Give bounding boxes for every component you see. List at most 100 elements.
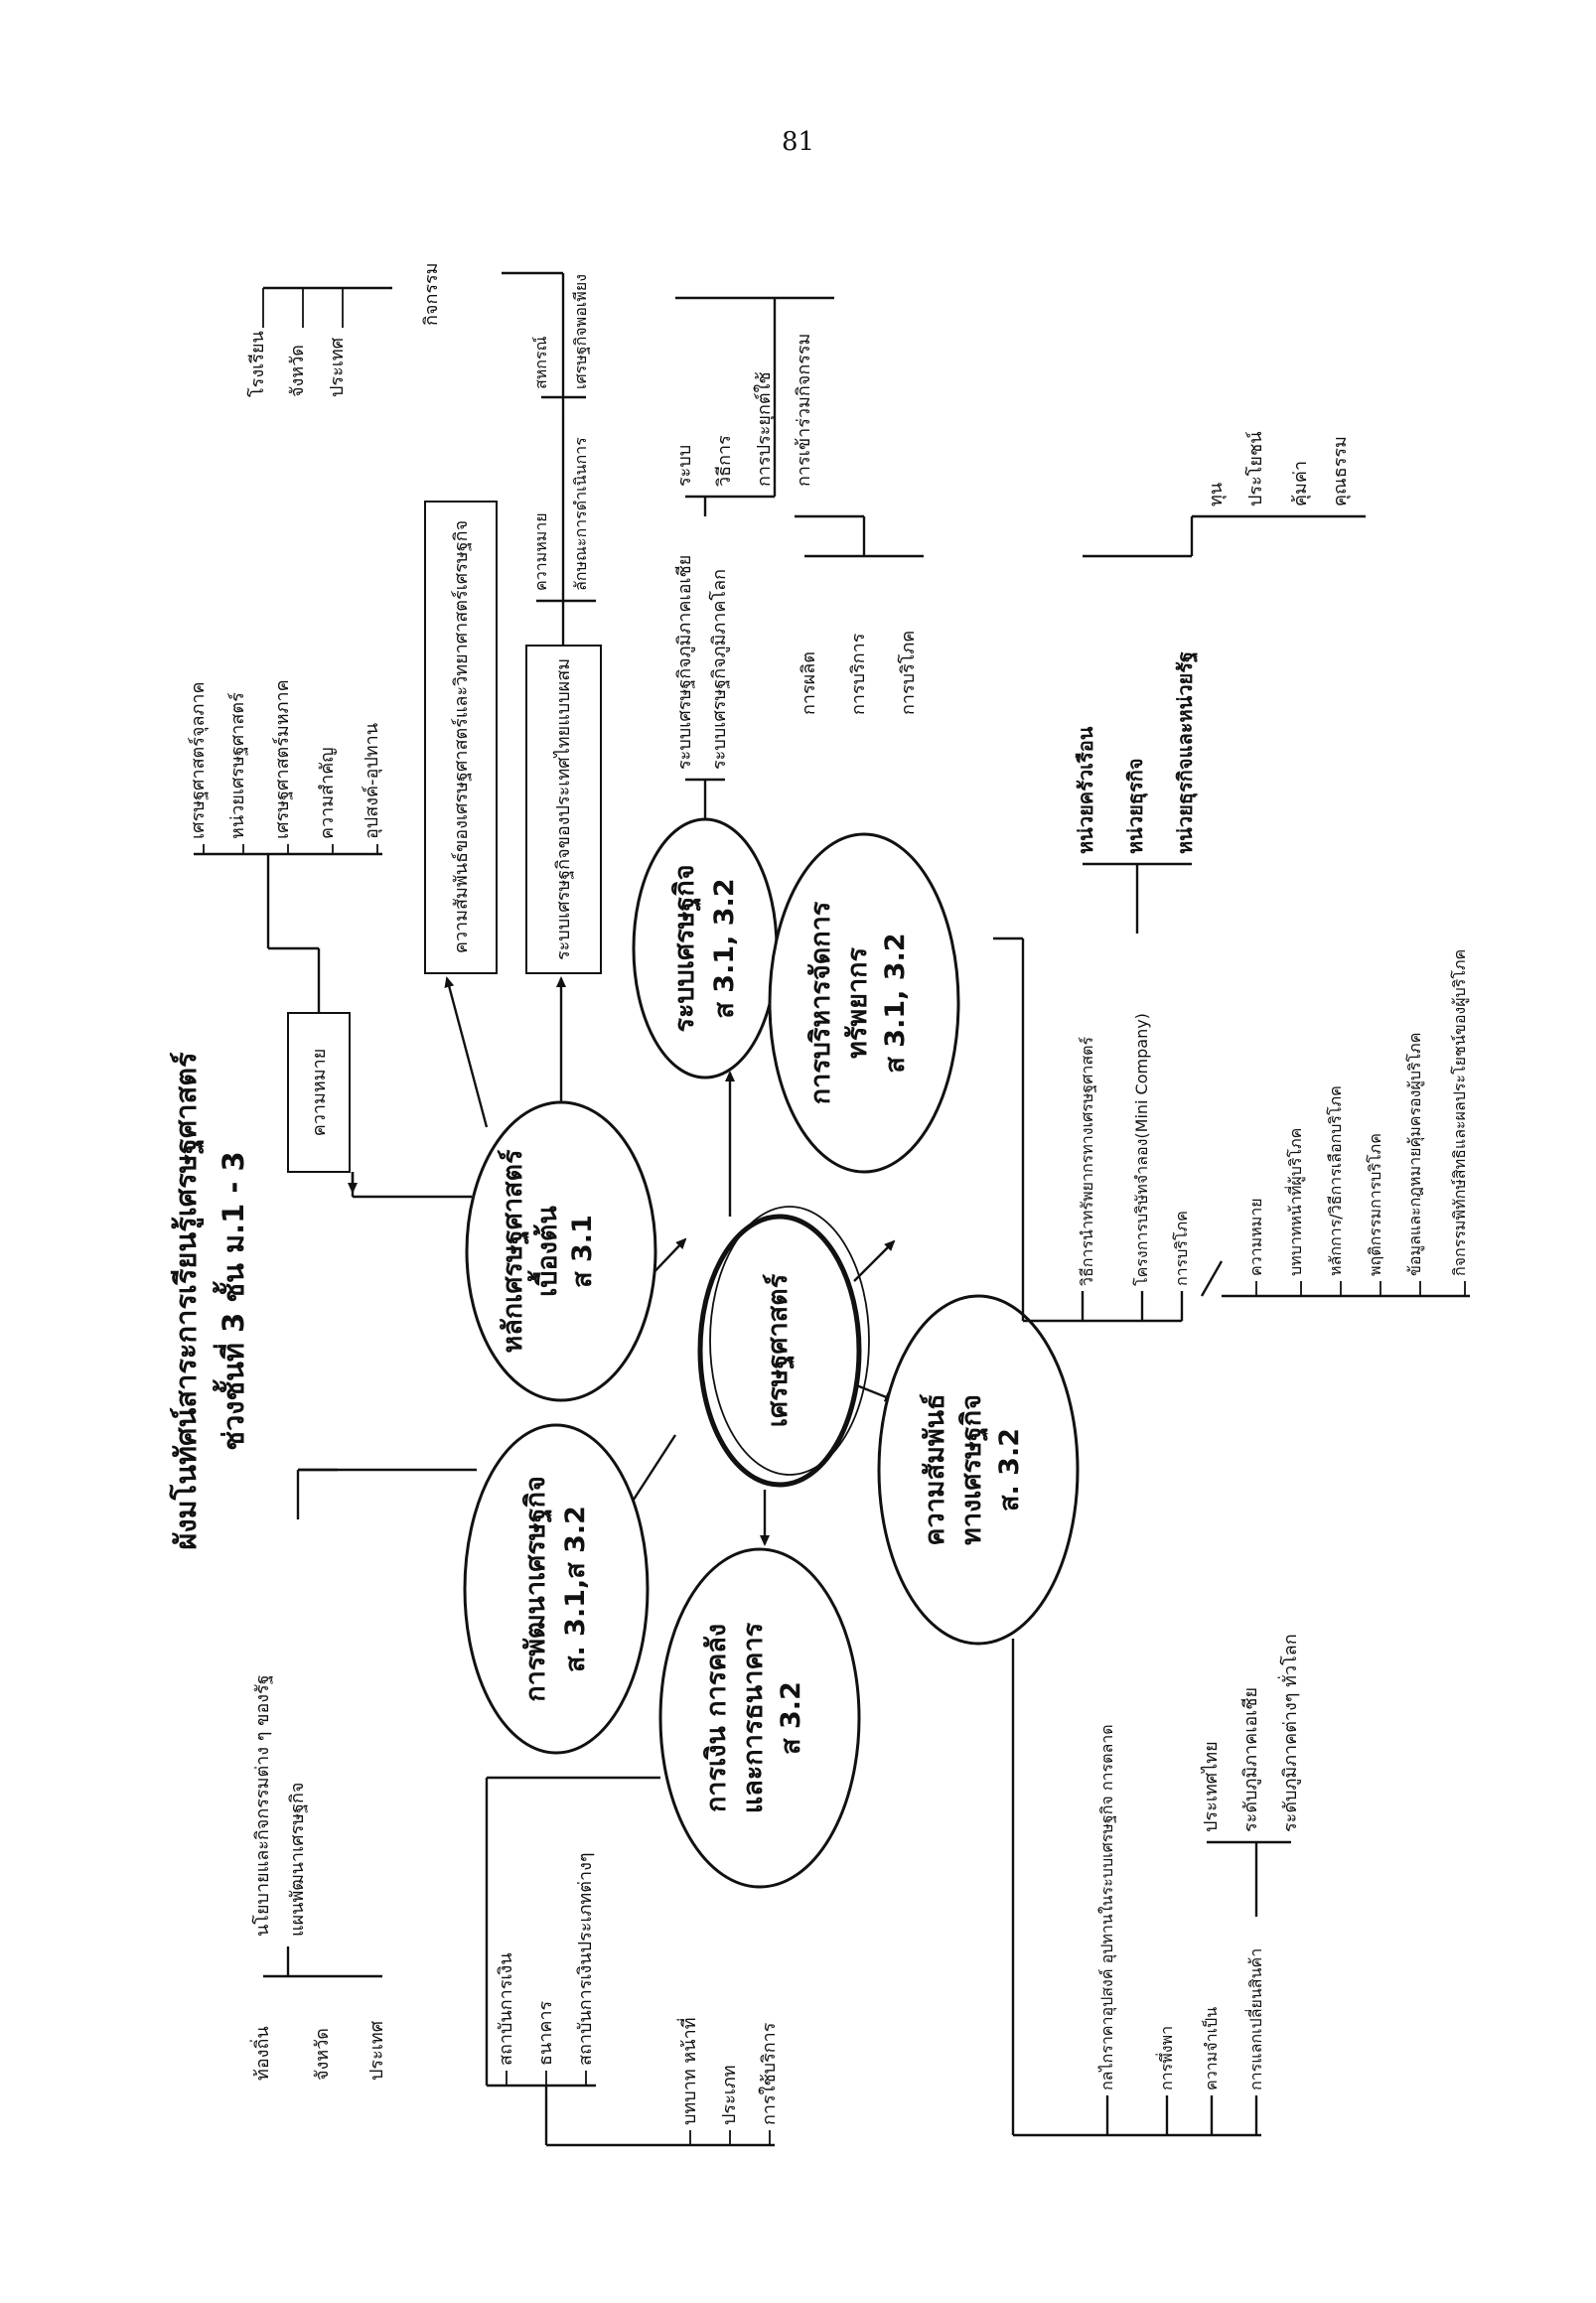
develop-level: ประเทศ: [366, 2020, 387, 2081]
relation-box: [424, 501, 498, 974]
activity-item: โรงเรียน: [246, 331, 268, 397]
node-economic-system: ระบบเศรษฐกิจ ส 3.1, 3.2: [632, 817, 779, 1080]
finance-label-3: ส 3.2: [776, 1681, 806, 1755]
unit-sub-item: คุณธรรม: [1330, 436, 1351, 506]
basic-meaning-branch: ความหมาย เศรษฐศาสตร์จุลภาค หน่วยเศรษฐศาส…: [188, 679, 472, 1199]
develop-level: จังหวัด: [312, 2028, 333, 2081]
develop-label-1: การพัฒนาเศรษฐกิจ: [520, 1476, 553, 1702]
relation-item: ความจำเป็น: [1201, 2007, 1221, 2090]
relation-label-1: ความสัมพันธ์: [919, 1393, 950, 1545]
meaning-box-label: ความหมาย: [309, 1049, 330, 1137]
coop-item: เศรษฐกิจพอเพียง: [571, 274, 590, 389]
meaning-item: เศรษฐศาสตร์มหภาค: [272, 679, 293, 839]
trade-item: ระดับภูมิภาคเอเชีย: [1240, 1687, 1261, 1832]
diagram-title: ผังมโนทัศน์สาระการเรียนรู้เศรษฐศาสตร์ ช่…: [168, 1052, 250, 1550]
arrow-to-relation-box: [444, 976, 489, 1128]
system-sub-item: ระบบ: [674, 445, 695, 487]
basic-label-3: ส 3.1: [567, 1215, 598, 1288]
center-node: เศรษฐศาสตร์: [697, 1206, 870, 1488]
meaning-item: เศรษฐศาสตร์จุลภาค: [188, 681, 209, 839]
basic-label-1: หลักเศรษฐศาสตร์: [497, 1149, 530, 1354]
unit-item: หน่วยครัวเรือน: [1074, 726, 1097, 854]
resource-label-2: ทรัพยากร: [842, 947, 873, 1059]
finance-group2-item: การใช้บริการ: [758, 2022, 780, 2125]
relation-item: กลไกราคาอุปสงค์ อุปทานในระบบเศรษฐกิจ การ…: [1097, 1724, 1117, 2090]
thai-system-sub: ความหมาย: [531, 512, 550, 591]
develop-item: นโยบายและกิจกรรมต่าง ๆ ของรัฐ: [251, 1674, 273, 1937]
system-label-2: ส 3.1, 3.2: [709, 878, 740, 1018]
node-finance-banking: การเงิน การคลัง และการธนาคาร ส 3.2: [658, 1547, 861, 1889]
system-item: ระบบเศรษฐกิจภูมิภาคเอเชีย: [674, 555, 695, 770]
production-item: การบริการ: [848, 633, 869, 715]
resource-label-3: ส 3.1, 3.2: [880, 933, 911, 1073]
finance-branch: สถาบันการเงิน ธนาคาร สถาบันการเงินประเภท…: [485, 1776, 780, 2147]
resource-branch: วิธีการนำทรัพยากรทางเศรษฐศาสตร์ โครงการบ…: [993, 431, 1470, 1323]
consume-item: หลักการ/วิธีการเลือกบริโภค: [1326, 1085, 1345, 1276]
consume-item: กิจกรรมพิทักษ์สิทธิและผลประโยชน์ของผู้บร…: [1450, 949, 1470, 1276]
resource-ellipse: [768, 832, 960, 1174]
basic-relation-branch: ความสัมพันธ์ของเศรษฐศาสตร์และวิทยาศาสตร์…: [246, 262, 602, 1128]
consume-item: พฤติกรรมการบริโภค: [1366, 1133, 1384, 1276]
center-label: เศรษฐศาสตร์: [762, 1273, 796, 1427]
node-resource-management: การบริหารจัดการ ทรัพยากร ส 3.1, 3.2: [768, 832, 960, 1174]
center-ellipse: [697, 1214, 862, 1488]
relation-label-3: ส. 3.2: [994, 1428, 1025, 1511]
system-sub-item: การเข้าร่วมกิจกรรม: [794, 334, 814, 487]
unit-sub-item: ทุน: [1206, 483, 1227, 506]
finance-group1-item: ธนาคาร: [535, 2000, 556, 2066]
relation-branch: กลไกราคาอุปสงค์ อุปทานในระบบเศรษฐกิจ การ…: [1011, 1634, 1301, 2137]
system-branch: ระบบเศรษฐกิจภูมิภาคเอเชีย ระบบเศรษฐกิจภู…: [674, 296, 924, 819]
system-item: ระบบเศรษฐกิจภูมิภาคโลก: [708, 569, 730, 770]
develop-level: ท้องถิ่น: [249, 2026, 273, 2081]
trade-item: ประเทศไทย: [1200, 1741, 1222, 1832]
basic-label-2: เบื้องต้น: [526, 1206, 563, 1297]
consume-item: ข้อมูลและกฎหมายคุ้มครองผู้บริโภค: [1405, 1033, 1425, 1276]
consume-item: ความหมาย: [1246, 1198, 1265, 1276]
page-number: 81: [781, 127, 815, 157]
relation-box-label: ความสัมพันธ์ของเศรษฐศาสตร์และวิทยาศาสตร์…: [451, 520, 472, 953]
meaning-item: ความสำคัญ: [317, 747, 338, 839]
system-ellipse: [632, 817, 779, 1080]
coop-item: สหกรณ์: [531, 336, 550, 389]
meaning-box: [287, 1012, 351, 1173]
unit-sub-item: ประโยชน์: [1244, 431, 1266, 506]
resource-item: การบริโภค: [1172, 1211, 1191, 1286]
finance-group2-item: ประเภท: [719, 2065, 740, 2125]
finance-group2-item: บทบาท หน้าที่: [676, 2017, 700, 2125]
finance-group1-item: สถาบันการเงินประเภทต่างๆ: [575, 1852, 596, 2066]
finance-label-1: การเงิน การคลัง: [701, 1624, 732, 1812]
activity-item: จังหวัด: [287, 345, 308, 397]
relation-ellipse: [877, 1294, 1080, 1646]
unit-item: หน่วยธุรกิจและหน่วยรัฐ: [1173, 651, 1199, 854]
node-economic-development: การพัฒนาเศรษฐกิจ ส. 3.1,ส 3.2: [463, 1423, 650, 1755]
node-basic-economics: หลักเศรษฐศาสตร์ เบื้องต้น ส 3.1: [465, 1100, 657, 1402]
center-ellipse-shadow: [709, 1206, 870, 1476]
activity-label: กิจกรรม: [421, 262, 442, 326]
relation-label-2: ทางเศรษฐกิจ: [956, 1394, 989, 1545]
develop-label-2: ส. 3.1,ส 3.2: [560, 1506, 591, 1672]
title-line2: ช่วงชั้นที่ 3 ชั้น ม.1 - 3: [212, 1151, 250, 1450]
meaning-item: อุปสงค์-อุปทาน: [362, 723, 382, 839]
relation-item: การพึ่งพา: [1155, 2026, 1176, 2090]
finance-ellipse: [658, 1547, 861, 1889]
resource-item: วิธีการนำทรัพยากรทางเศรษฐศาสตร์: [1078, 1037, 1096, 1287]
consume-item: บทบาทหน้าที่ผู้บริโภค: [1284, 1128, 1306, 1276]
meaning-item: หน่วยเศรษฐศาสตร์: [227, 692, 248, 839]
system-sub-item: การประยุกต์ใช้: [753, 371, 775, 487]
title-line1: ผังมโนทัศน์สาระการเรียนรู้เศรษฐศาสตร์: [168, 1052, 205, 1550]
unit-sub-item: คุ้มค่า: [1290, 461, 1311, 506]
develop-branch: นโยบายและกิจกรรมต่าง ๆ ของรัฐ แผนพัฒนาเศ…: [249, 1468, 477, 2081]
thai-system-sub: ลักษณะการดำเนินการ: [571, 437, 590, 591]
system-label-1: ระบบเศรษฐกิจ: [669, 864, 702, 1032]
production-item: การบริโภค: [897, 631, 919, 715]
arrow-to-resource: [853, 1239, 896, 1282]
thai-system-box: [525, 645, 602, 974]
unit-item: หน่วยธุรกิจ: [1123, 758, 1148, 854]
relation-item: การแลกเปลี่ยนสินค้า: [1244, 1948, 1265, 2090]
node-economic-relations: ความสัมพันธ์ ทางเศรษฐกิจ ส. 3.2: [877, 1294, 1080, 1646]
resource-item: โครงการบริษัทจำลอง(Mini Company): [1132, 1013, 1151, 1286]
resource-label-1: การบริหารจัดการ: [805, 901, 836, 1104]
develop-ellipse: [463, 1423, 650, 1755]
thai-system-box-label: ระบบเศรษฐกิจของประเทศไทยแบบผสม: [552, 658, 574, 960]
